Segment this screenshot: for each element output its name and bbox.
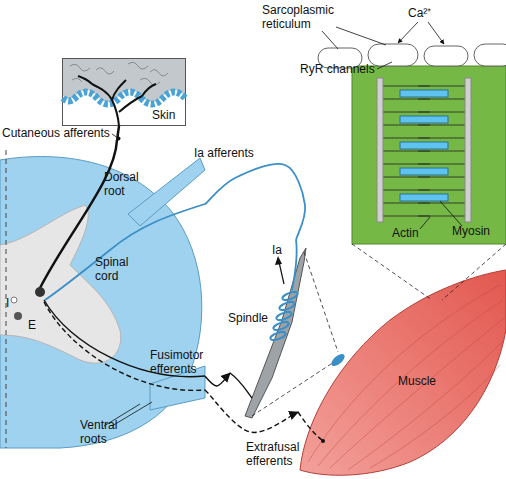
leader-line <box>322 31 338 49</box>
nerve-branches <box>78 76 156 126</box>
part-label: Dorsal root <box>104 170 150 198</box>
ion-label: Ca²⁺ <box>408 6 431 20</box>
z-line <box>377 78 383 222</box>
signal-label: Ia <box>272 243 282 257</box>
node-label: Spinal cord <box>95 255 145 283</box>
myosin-bar <box>400 194 448 201</box>
coil <box>272 320 289 331</box>
muscle: Muscle <box>298 262 506 476</box>
actin-filaments <box>383 86 465 216</box>
part-label: Ventral roots <box>80 418 130 446</box>
grey-matter <box>0 205 121 363</box>
skin-frame <box>63 59 186 126</box>
extrafusal-fiber <box>44 302 205 390</box>
part-label: Sarcoplasmic reticulum <box>262 3 342 31</box>
leader-line <box>420 217 430 229</box>
zoom-line <box>352 244 432 300</box>
part-label: RyR channels <box>300 62 375 76</box>
coil <box>269 330 286 341</box>
ca-arrow <box>428 22 444 44</box>
edge-label: Fusimotor efferents <box>150 348 210 376</box>
extrafusal-ending <box>298 412 322 440</box>
interneuron-body <box>14 312 22 320</box>
myofibril-inset <box>352 66 506 244</box>
skin-texture <box>70 62 168 85</box>
spinal-cord: Spinal cord <box>0 140 205 448</box>
sr-tube <box>424 46 468 66</box>
ca-arrow <box>398 22 418 43</box>
ia-arrow-head <box>275 256 282 265</box>
coil <box>278 300 295 311</box>
ia-ending <box>292 240 297 290</box>
node-label: Skin <box>152 108 175 122</box>
nerve-connector <box>205 164 305 240</box>
skin-box: Skin <box>62 58 186 126</box>
myosin-bar <box>400 168 448 175</box>
muscle-spindle: Spindle <box>230 240 315 422</box>
part-label: Actin <box>392 226 419 240</box>
annulospiral-ending <box>269 290 298 341</box>
sr-tube <box>368 44 418 66</box>
central-canal <box>11 297 17 303</box>
neuron-body <box>35 287 45 297</box>
part-label: Myosin <box>452 224 490 238</box>
spinal-cord-illustration <box>0 140 205 448</box>
myosin-filaments <box>400 90 448 201</box>
zoom-line <box>304 252 338 352</box>
node-label: Spindle <box>228 311 268 325</box>
dorsal-root <box>128 158 205 226</box>
fusimotor-ending <box>230 373 252 398</box>
myosin-bar <box>400 116 448 123</box>
spindle-body <box>245 248 306 418</box>
myosin-bar <box>400 142 448 149</box>
spindle-illustration <box>230 240 315 422</box>
z-line <box>465 78 471 222</box>
edge-label: Ia afferents <box>194 146 254 160</box>
nerve-connector <box>117 126 119 140</box>
leader-line <box>377 62 392 69</box>
ia-fiber <box>45 204 205 300</box>
part-label: Cutaneous afferents <box>2 126 110 140</box>
leader-line <box>440 201 462 226</box>
myosin-bar <box>400 90 448 97</box>
sr-tube <box>474 44 506 66</box>
neuron-label: E <box>28 318 36 332</box>
coil <box>275 310 292 321</box>
muscle-striations <box>308 285 504 470</box>
nerve-connector <box>205 373 230 386</box>
edge-label: Extrafusal efferents <box>246 440 310 468</box>
end-plate <box>321 439 325 443</box>
muscle-body <box>300 270 506 475</box>
neuron-label: I <box>6 296 9 310</box>
coil <box>281 290 298 301</box>
basal-layer <box>63 92 185 104</box>
ia-arrow-line <box>279 262 284 284</box>
spindle-attachment <box>329 352 346 368</box>
node-label: Muscle <box>398 374 436 388</box>
leader-line <box>336 27 386 45</box>
muscle-illustration <box>298 262 506 476</box>
